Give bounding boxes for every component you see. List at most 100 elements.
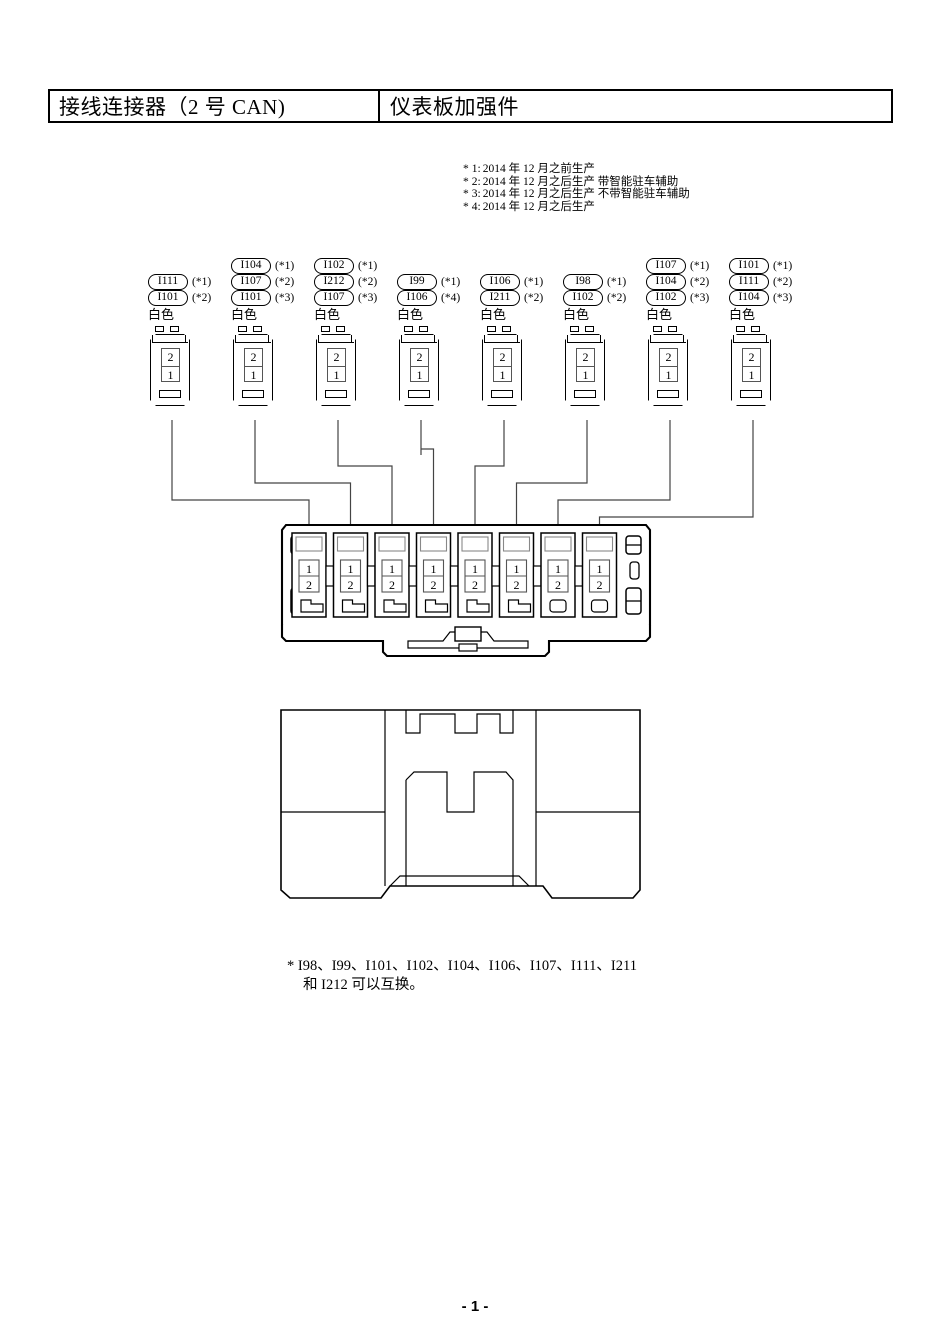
main-connector-slot[interactable]: 12 (374, 532, 418, 618)
connector-code-pill[interactable]: I111 (148, 274, 188, 290)
connector-color-label: 白色 (397, 307, 424, 322)
mini-pin-bottom: 1 (167, 368, 174, 382)
connector-code-pill[interactable]: I99 (397, 274, 437, 290)
connector-tag-line: I102(*3) (646, 290, 756, 306)
mini-connector-notch (491, 390, 513, 398)
mini-pin-top: 2 (743, 349, 760, 367)
footnote-star: * (463, 175, 469, 188)
connector-tag-line: I107(*3) (314, 290, 424, 306)
connector-code-pill[interactable]: I212 (314, 274, 354, 290)
connector-tag-line: I98(*1) (563, 274, 673, 290)
connector-code-pill[interactable]: I211 (480, 290, 520, 306)
footnote-row: *1:2014 年 12 月之前生产 (463, 163, 690, 176)
connector-code-pill[interactable]: I102 (646, 290, 686, 306)
mini-tab-right (253, 326, 262, 332)
mini-connector-top-tabs (402, 326, 436, 333)
mini-connector-shelf-right (517, 335, 519, 343)
connector-tag-line: I211(*2) (480, 290, 590, 306)
footnote-number: 2: (471, 175, 481, 188)
connector-code-pill[interactable]: I107 (231, 274, 271, 290)
footnote-number: 3: (471, 188, 481, 201)
main-connector-slot[interactable]: 12 (332, 532, 376, 618)
connector-code-pill[interactable]: I104 (231, 258, 271, 274)
main-connector-slot[interactable]: 12 (415, 532, 459, 618)
main-connector-slot[interactable]: 12 (581, 532, 618, 618)
main-slot-pin-bottom: 2 (514, 578, 520, 592)
connector-code-pill[interactable]: I107 (314, 290, 354, 306)
mini-connector-shelf (235, 336, 271, 343)
connector-tag-line: I106 (*4) (397, 290, 507, 306)
connector-code-pill[interactable]: I111 (729, 274, 769, 290)
connector-code-pill[interactable]: I102 (314, 258, 354, 274)
main-slot-pin-top: 1 (348, 562, 354, 576)
mini-tab-right (170, 326, 179, 332)
mini-pin-top: 2 (245, 349, 262, 367)
connector-code-pill[interactable]: I104 (646, 274, 686, 290)
footnote-star: * (463, 163, 469, 175)
mini-tab-right (751, 326, 760, 332)
connector-code-pill[interactable]: I102 (563, 290, 603, 306)
connector-code-pill[interactable]: I101 (729, 258, 769, 274)
main-connector-slot[interactable]: 12 (291, 532, 335, 618)
connector-code-pill[interactable]: I101 (148, 290, 188, 306)
mini-connector-top-tabs (236, 326, 270, 333)
connector-code-pill[interactable]: I107 (646, 258, 686, 274)
connector-code-pill[interactable]: I98 (563, 274, 603, 290)
mini-tab-left (570, 326, 579, 332)
connector-color-label: 白色 (148, 307, 175, 322)
mini-connector-top-tabs (568, 326, 602, 333)
header-title-right: 仪表板加强件 (390, 95, 519, 119)
connector-tag-line: I99(*1) (397, 274, 507, 290)
wire-path (474, 420, 505, 525)
mini-connector-notch (574, 390, 596, 398)
connector-tag-line: I101(*1) (729, 258, 839, 274)
connector-color-label: 白色 (563, 307, 590, 322)
header-title-left: 接线连接器（2 号 CAN) (50, 91, 380, 121)
mini-pin-top: 2 (328, 349, 345, 367)
mini-connector-shelf-left (401, 335, 403, 343)
connector-footnote-ref: (*1) (358, 260, 378, 272)
mini-pin-top: 2 (660, 349, 677, 367)
mini-pin-top: 2 (162, 349, 179, 367)
footnote-text: 2014 年 12 月之后生产 不带智能驻车辅助 (482, 188, 690, 201)
header-bar: 接线连接器（2 号 CAN) 仪表板加强件 (48, 89, 893, 123)
connector-tag-line: I104(*3) (729, 290, 839, 306)
connector-footnote-ref: (*2) (607, 292, 627, 304)
footnote-number: 4: (471, 200, 481, 213)
mini-connector-shelf-left (152, 335, 154, 343)
connector-code-pill[interactable]: I106 (480, 274, 520, 290)
mini-connector-notch (408, 390, 430, 398)
mini-tab-left (238, 326, 247, 332)
interchange-note-line2: 和 I212 可以互换。 (303, 977, 424, 993)
main-slot-pin-bottom: 2 (597, 578, 603, 592)
connector-code-pill[interactable]: I101 (231, 290, 271, 306)
connector-tag-line: I104 (*1) (231, 258, 341, 274)
mini-connector-shelf-right (766, 335, 768, 343)
footnote-row: *3:2014 年 12 月之后生产 不带智能驻车辅助 (463, 188, 690, 201)
mini-connector-top-tabs (485, 326, 519, 333)
connector-footnote-ref: (*4) (441, 292, 461, 304)
connector-footnote-ref: (*1) (275, 260, 295, 272)
connector-tag-line: I101(*3) (231, 290, 341, 306)
main-connector-slot[interactable]: 12 (457, 532, 501, 618)
mini-connector-shelf-left (235, 335, 237, 343)
main-slot-pin-top: 1 (597, 562, 603, 576)
main-connector-slot[interactable]: 12 (540, 532, 584, 618)
connector-tag-line: I107(*1) (646, 258, 756, 274)
connector-code-pill[interactable]: I104 (729, 290, 769, 306)
connector-code-pill[interactable]: I106 (397, 290, 437, 306)
mini-connector-shelf-left (650, 335, 652, 343)
